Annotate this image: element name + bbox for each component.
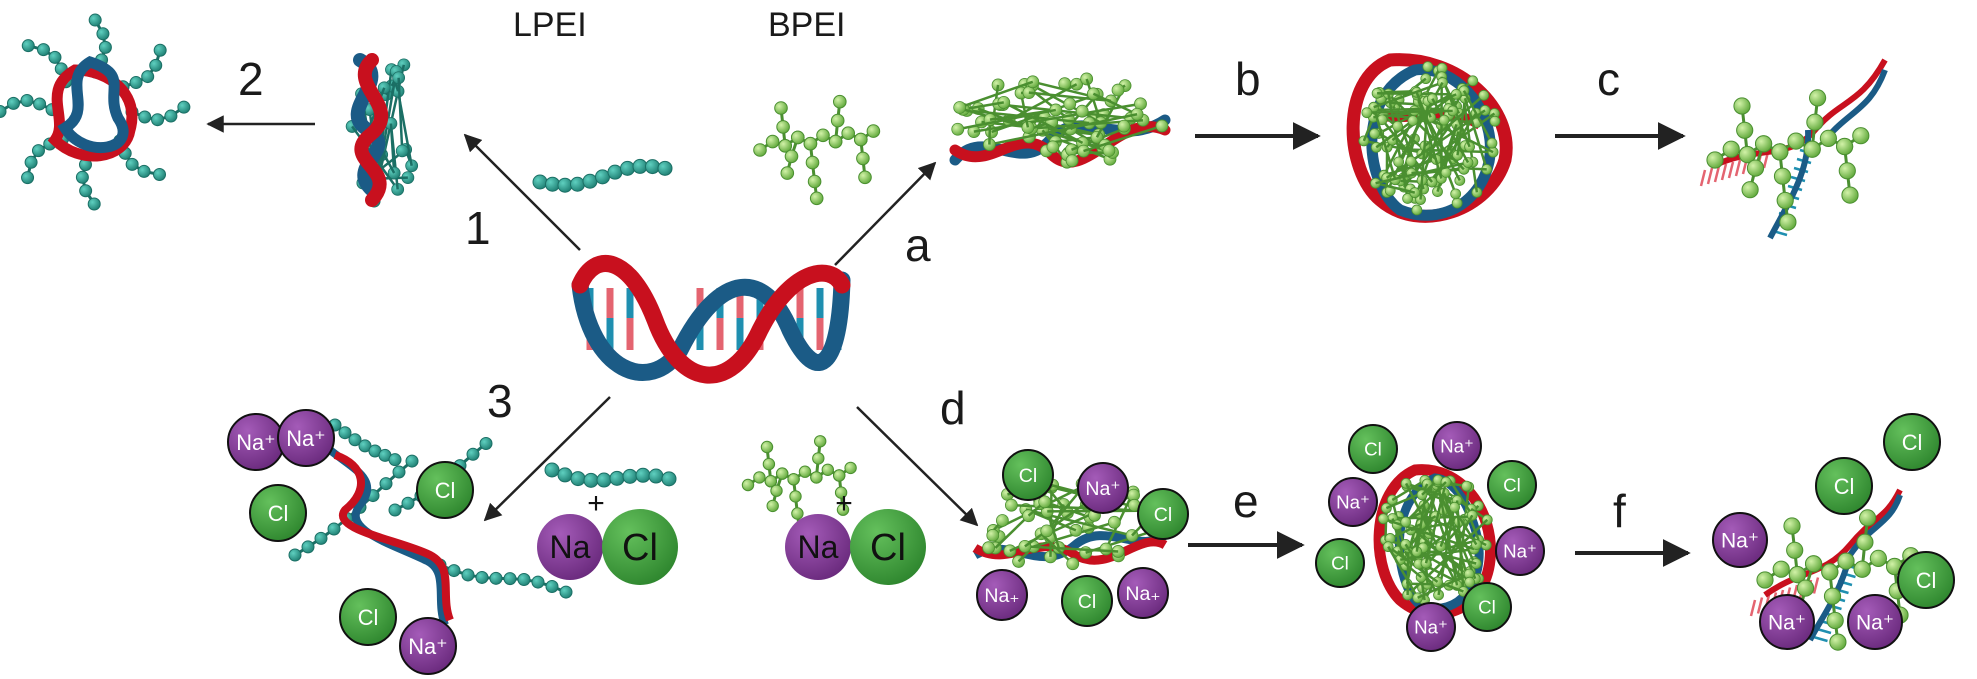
ion-cl-d3: Cl bbox=[1061, 575, 1113, 627]
step-label-d: d bbox=[940, 382, 966, 434]
ion-na-1-label: Na⁺ bbox=[236, 430, 275, 455]
ion-cl-d1: Cl bbox=[1002, 449, 1054, 501]
ion-na-d2-label: Na₊ bbox=[984, 585, 1019, 607]
ion-cl-e3: Cl bbox=[1315, 538, 1365, 588]
ion-cl-3-label: Cl bbox=[358, 605, 379, 630]
ion-na-1: Na⁺ bbox=[227, 413, 285, 471]
ion-na-e3: Na⁺ bbox=[1495, 526, 1545, 576]
step-label-1: 1 bbox=[465, 202, 491, 254]
ion-na-f2-label: Na⁺ bbox=[1768, 612, 1806, 635]
bpei-free-polymer bbox=[753, 94, 881, 206]
step-label-a: a bbox=[905, 219, 931, 271]
lpei-condensed-polyplex bbox=[0, 13, 191, 211]
nacl-molecule-bpei-cl-label: Cl bbox=[870, 527, 906, 569]
ion-cl-e4-label: Cl bbox=[1478, 597, 1496, 618]
ion-cl-f3-label: Cl bbox=[1916, 568, 1937, 593]
ion-na-3-label: Na⁺ bbox=[408, 634, 447, 659]
ion-na-f1: Na⁺ bbox=[1712, 512, 1768, 568]
nacl-molecule-lpei: Na Cl + bbox=[537, 487, 678, 585]
ion-na-d3-label: Na₊ bbox=[1125, 583, 1160, 605]
ion-na-e4: Na⁺ bbox=[1406, 602, 1456, 652]
arrows bbox=[206, 115, 1691, 567]
lpei-free-polymer bbox=[532, 158, 673, 193]
bpei-salt-complex bbox=[972, 474, 1168, 571]
ion-cl-e2-label: Cl bbox=[1503, 475, 1521, 496]
ion-cl-d2: Cl bbox=[1137, 488, 1189, 540]
nacl-molecule-lpei-plus: + bbox=[587, 487, 605, 520]
ion-na-2: Na⁺ bbox=[277, 409, 335, 467]
lpei-dna-complex bbox=[345, 53, 419, 208]
ion-cl-e4: Cl bbox=[1462, 582, 1512, 632]
dna-strand-blue bbox=[571, 271, 851, 381]
ion-na-d1: Na⁺ bbox=[1077, 462, 1129, 514]
arrow-1 bbox=[463, 133, 581, 251]
bpei-free-polymer-bottom bbox=[741, 435, 857, 535]
ion-cl-2: Cl bbox=[416, 461, 474, 519]
lpei-free-polymer-bottom bbox=[544, 462, 677, 488]
nacl-molecule-bpei: Na Cl + bbox=[785, 487, 926, 585]
ion-na-d1-label: Na⁺ bbox=[1085, 478, 1120, 500]
step-label-e: e bbox=[1233, 475, 1259, 527]
ion-na-e1-label: Na⁺ bbox=[1440, 436, 1474, 457]
arrow-a bbox=[834, 161, 937, 266]
arrow-d bbox=[856, 406, 979, 527]
nacl-molecule-lpei-na-label: Na bbox=[550, 529, 591, 565]
ion-na-e4-label: Na⁺ bbox=[1414, 617, 1448, 638]
step-label-f: f bbox=[1613, 485, 1626, 537]
ion-cl-f1: Cl bbox=[1883, 413, 1941, 471]
ion-na-f1-label: Na⁺ bbox=[1721, 530, 1759, 553]
dna-strand-red bbox=[571, 255, 851, 384]
ion-cl-3: Cl bbox=[339, 588, 397, 646]
ion-cl-f3: Cl bbox=[1897, 551, 1955, 609]
step-label-2: 2 bbox=[238, 53, 264, 105]
ion-na-e1: Na⁺ bbox=[1432, 421, 1482, 471]
ion-cl-1-label: Cl bbox=[268, 501, 289, 526]
nacl-molecule-bpei-plus: + bbox=[835, 487, 853, 520]
step-label-3: 3 bbox=[487, 375, 513, 427]
ion-cl-f2-label: Cl bbox=[1834, 474, 1855, 499]
ion-na-e3-label: Na⁺ bbox=[1503, 541, 1537, 562]
ion-na-d3: Na₊ bbox=[1117, 567, 1169, 619]
ion-na-e2-label: Na⁺ bbox=[1336, 492, 1370, 513]
bpei-salt-polyplex bbox=[1373, 464, 1496, 620]
ion-na-2-label: Na⁺ bbox=[286, 426, 325, 451]
ion-cl-e3-label: Cl bbox=[1331, 553, 1349, 574]
nacl-molecule-bpei-na-label: Na bbox=[798, 529, 839, 565]
ion-cl-d3-label: Cl bbox=[1078, 591, 1096, 613]
ion-cl-f1-label: Cl bbox=[1902, 430, 1923, 455]
lpei-label: LPEI bbox=[513, 6, 587, 44]
lpei-salt-complex bbox=[288, 418, 573, 627]
ion-cl-2-label: Cl bbox=[435, 478, 456, 503]
ion-cl-f2: Cl bbox=[1815, 457, 1873, 515]
ion-na-f3: Na⁺ bbox=[1847, 594, 1903, 650]
ion-cl-d2-label: Cl bbox=[1154, 504, 1172, 526]
ion-na-f2: Na⁺ bbox=[1759, 594, 1815, 650]
bpei-condensed-polyplex bbox=[1346, 53, 1513, 223]
bpei-released-dna bbox=[1699, 58, 1888, 240]
ion-cl-e1: Cl bbox=[1348, 424, 1398, 474]
bpei-label: BPEI bbox=[768, 6, 846, 44]
ion-na-e2: Na⁺ bbox=[1328, 477, 1378, 527]
bpei-dna-complex bbox=[949, 72, 1171, 169]
dna-double-helix bbox=[571, 255, 851, 384]
ion-cl-d1-label: Cl bbox=[1019, 465, 1037, 487]
step-label-b: b bbox=[1235, 53, 1261, 105]
nacl-molecule-lpei-cl-label: Cl bbox=[622, 527, 658, 569]
ion-na-3: Na⁺ bbox=[399, 617, 457, 675]
ion-cl-e2: Cl bbox=[1487, 460, 1537, 510]
ion-cl-e1-label: Cl bbox=[1364, 439, 1382, 460]
arrow-3 bbox=[483, 396, 611, 522]
ion-cl-1: Cl bbox=[249, 484, 307, 542]
ion-na-f3-label: Na⁺ bbox=[1856, 612, 1894, 635]
step-label-c: c bbox=[1597, 53, 1620, 105]
ion-na-d2: Na₊ bbox=[976, 569, 1028, 621]
